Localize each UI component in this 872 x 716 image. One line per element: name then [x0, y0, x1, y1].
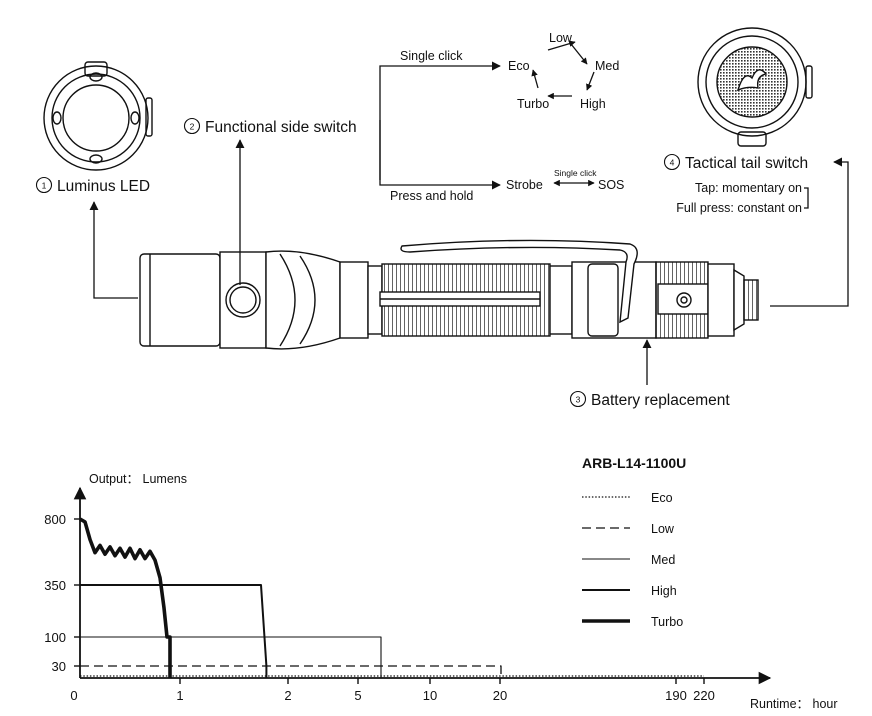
svg-text:Tactical tail switch: Tactical tail switch: [685, 155, 808, 172]
series-line-low: [80, 665, 502, 678]
mode-eco: Eco: [508, 59, 530, 73]
x-axis-label: Runtime： hour: [750, 697, 838, 711]
strobe-label: Strobe: [506, 178, 543, 192]
x-tick-label: 1: [176, 688, 183, 703]
svg-text:Luminus LED: Luminus LED: [57, 178, 150, 195]
single-click-branch: [379, 61, 501, 180]
led-connector: [89, 201, 138, 299]
mode-low: Low: [549, 31, 573, 45]
mode-turbo: Turbo: [517, 97, 549, 111]
legend-label: Med: [651, 553, 675, 567]
series-line-med: [80, 636, 382, 678]
part-label-battery: 3 Battery replacement: [569, 390, 730, 409]
press-hold-branch: [379, 120, 501, 190]
legend-label: High: [651, 584, 677, 598]
sos-label: SOS: [598, 178, 624, 192]
tail-full-label: Full press: constant on: [676, 201, 802, 215]
strobe-sos-click-label: Single click: [554, 168, 597, 178]
tail-connector: [770, 157, 849, 307]
press-hold-label: Press and hold: [390, 189, 473, 203]
x-tick-label: 2: [284, 688, 291, 703]
x-tick-label: 20: [493, 688, 507, 703]
svg-text:Functional side switch: Functional side switch: [205, 119, 357, 136]
y-tick-label: 800: [44, 512, 66, 527]
tail-tap-label: Tap: momentary on: [695, 181, 802, 195]
y-tick-label: 30: [52, 659, 66, 674]
x-tick-label: 10: [423, 688, 437, 703]
led-head-view: [43, 61, 153, 171]
legend-label: Eco: [651, 491, 673, 505]
legend-label: Turbo: [651, 615, 683, 629]
y-axis-label: Output： Lumens: [89, 472, 187, 486]
svg-text:Battery replacement: Battery replacement: [591, 392, 730, 409]
part-label-tail-switch: 4 Tactical tail switch: [663, 153, 808, 172]
series-line-high: [80, 584, 268, 678]
svg-text:4: 4: [670, 158, 675, 168]
part-label-led: 1 Luminus LED: [35, 176, 150, 195]
chart-title: ARB-L14-1100U: [582, 455, 686, 471]
tail-view: [697, 27, 813, 147]
flashlight-body: [139, 239, 759, 350]
mode-high: High: [580, 97, 606, 111]
svg-text:3: 3: [576, 395, 581, 405]
legend-label: Low: [651, 522, 675, 536]
part-label-side-switch: 2 Functional side switch: [183, 117, 357, 136]
x-tick-label: 0: [70, 688, 77, 703]
y-tick-label: 100: [44, 630, 66, 645]
single-click-label: Single click: [400, 49, 463, 63]
x-tick-label: 220: [693, 688, 715, 703]
mode-med: Med: [595, 59, 619, 73]
svg-text:1: 1: [42, 181, 47, 191]
x-tick-label: 5: [354, 688, 361, 703]
svg-text:2: 2: [190, 122, 195, 132]
runtime-chart: Output： Lumens Runtime： hour ARB-L14-110…: [44, 455, 837, 711]
x-tick-label: 190: [665, 688, 687, 703]
y-tick-label: 350: [44, 578, 66, 593]
series-line-turbo: [79, 517, 172, 678]
